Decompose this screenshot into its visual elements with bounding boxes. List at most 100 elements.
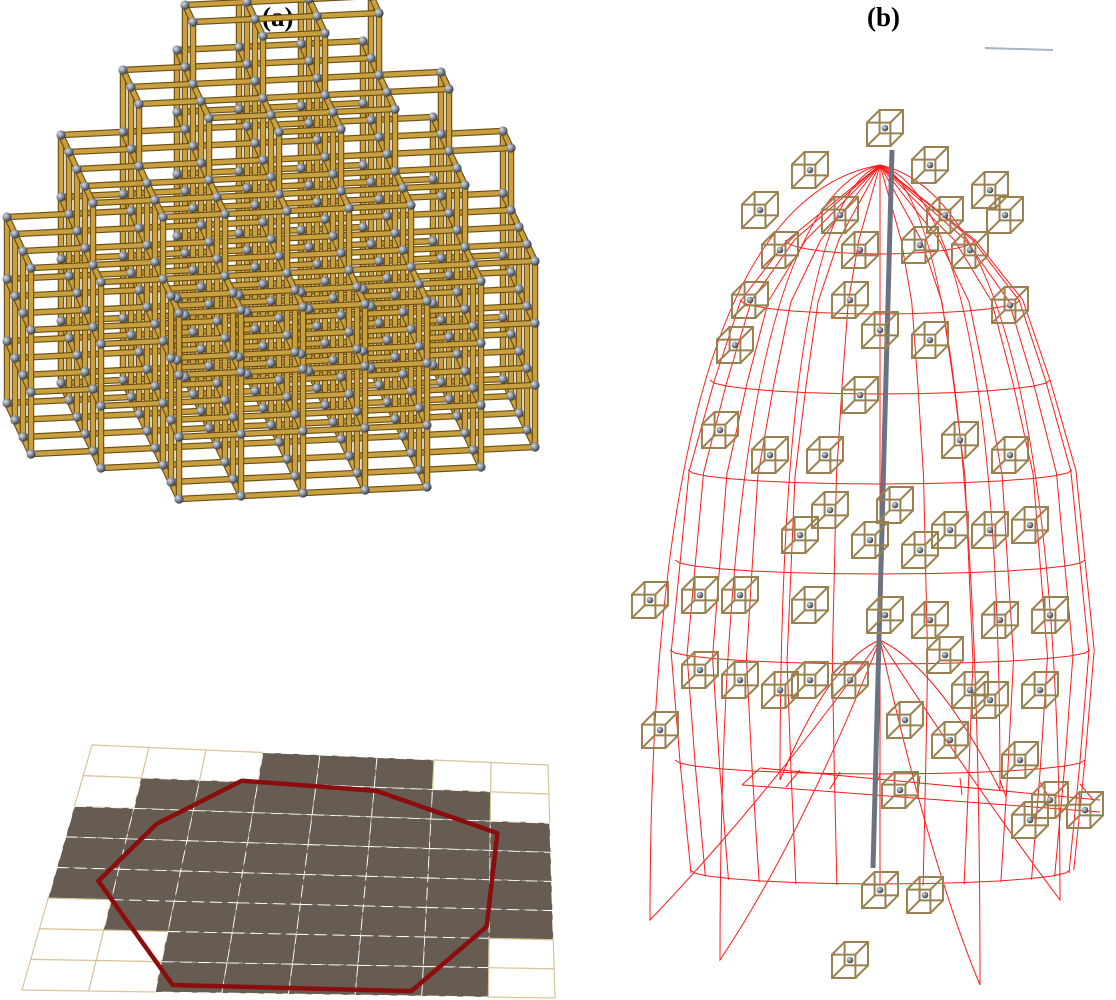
lattice-node	[204, 361, 214, 371]
cube-center-node	[876, 326, 884, 334]
mesh-meridian	[686, 164, 881, 877]
lattice-node	[236, 429, 246, 439]
lattice-node	[134, 223, 144, 233]
lattice-node	[180, 248, 190, 258]
lattice-node	[118, 251, 128, 261]
cube-center-node	[736, 676, 744, 684]
cubic-lattice-structure	[2, 0, 540, 504]
lattice-rod	[176, 307, 244, 316]
lattice-node	[150, 443, 160, 453]
wire-cube	[761, 231, 799, 269]
cube-center-node	[731, 341, 739, 349]
lattice-rod	[128, 81, 196, 90]
lattice-node	[56, 130, 66, 140]
lattice-node	[398, 369, 408, 379]
cube-edge	[876, 509, 891, 524]
cube-edge	[981, 601, 996, 616]
grid-cell-filled	[291, 933, 362, 966]
lattice-node	[142, 302, 152, 312]
lattice-node	[498, 188, 508, 198]
cube-edge	[774, 459, 789, 474]
lattice-node	[274, 251, 284, 261]
cube-center-node	[766, 451, 774, 459]
lattice-node	[296, 225, 306, 235]
lattice-node	[172, 231, 182, 241]
grid-cell-empty	[431, 759, 492, 793]
lattice-rod	[470, 258, 538, 267]
cube-edge	[909, 701, 924, 716]
cube-edge	[991, 436, 1006, 451]
lattice-node	[312, 11, 322, 21]
cube-edge	[1014, 436, 1029, 451]
grid-cell-filled	[241, 842, 309, 875]
cube-edge	[814, 684, 829, 699]
cube-edge	[864, 254, 879, 269]
cube-edge	[994, 511, 1009, 526]
lattice-node	[328, 169, 338, 179]
cube-center-node	[966, 246, 974, 254]
wire-cube	[991, 436, 1029, 474]
lattice-rod	[144, 177, 212, 186]
mesh-petal	[879, 164, 981, 986]
lattice-node	[266, 234, 276, 244]
cube-edge	[654, 604, 669, 619]
cube-center-node	[866, 536, 874, 544]
lattice-node	[188, 141, 198, 151]
cube-edge	[704, 599, 719, 614]
wire-cube	[866, 109, 904, 147]
cube-edge	[951, 694, 966, 709]
wire-cube	[991, 286, 1029, 324]
lattice-node	[328, 231, 338, 241]
footprint-grid	[21, 744, 556, 999]
wire-cube	[1001, 741, 1039, 779]
cube-center-node	[826, 506, 834, 514]
lattice-node	[258, 279, 268, 289]
grid-cell-filled	[315, 754, 378, 788]
cube-edge	[724, 434, 739, 449]
lattice-node	[398, 307, 408, 317]
cube-center-node	[996, 616, 1004, 624]
cube-center-node	[986, 696, 994, 704]
lattice-node	[26, 263, 36, 273]
lattice-node	[506, 205, 516, 215]
cube-edge	[929, 899, 944, 914]
lattice-node	[172, 169, 182, 179]
cube-edge	[751, 436, 766, 451]
grid-cell-filled	[295, 903, 364, 937]
grid-cell-filled	[307, 814, 373, 848]
cube-edge	[861, 894, 876, 909]
cube-edge	[1001, 764, 1016, 779]
cube-edge	[784, 671, 799, 686]
lattice-node	[344, 265, 354, 275]
grid-cell-empty	[38, 897, 113, 931]
cube-edge	[741, 191, 756, 206]
cube-edge	[951, 254, 966, 269]
lattice-node	[242, 183, 252, 193]
wire-cube	[901, 226, 939, 264]
cube-edge	[761, 671, 776, 686]
mesh-meridian	[879, 164, 1090, 874]
cube-center-node	[881, 124, 889, 132]
cube-edge	[1009, 196, 1024, 211]
cube-edge	[831, 304, 846, 319]
cube-center-node	[1081, 806, 1089, 814]
lattice-node	[312, 259, 322, 269]
lattice-node	[250, 324, 260, 334]
lattice-rod	[176, 369, 244, 378]
cube-center-node	[846, 956, 854, 964]
lattice-node	[320, 214, 330, 224]
cube-center-node	[986, 186, 994, 194]
lattice-node	[150, 381, 160, 391]
lattice-node	[234, 228, 244, 238]
lattice-node	[166, 291, 176, 301]
grid-cell-filled	[236, 872, 305, 905]
cube-edge	[929, 876, 944, 891]
cube-edge	[941, 444, 956, 459]
lattice-node	[498, 374, 508, 384]
cube-center-node	[881, 611, 889, 619]
grid-cell-filled	[488, 908, 554, 941]
lattice-node	[64, 333, 74, 343]
vertical-axis	[870, 149, 895, 869]
lattice-node	[460, 242, 470, 252]
cube-edge	[886, 701, 901, 716]
